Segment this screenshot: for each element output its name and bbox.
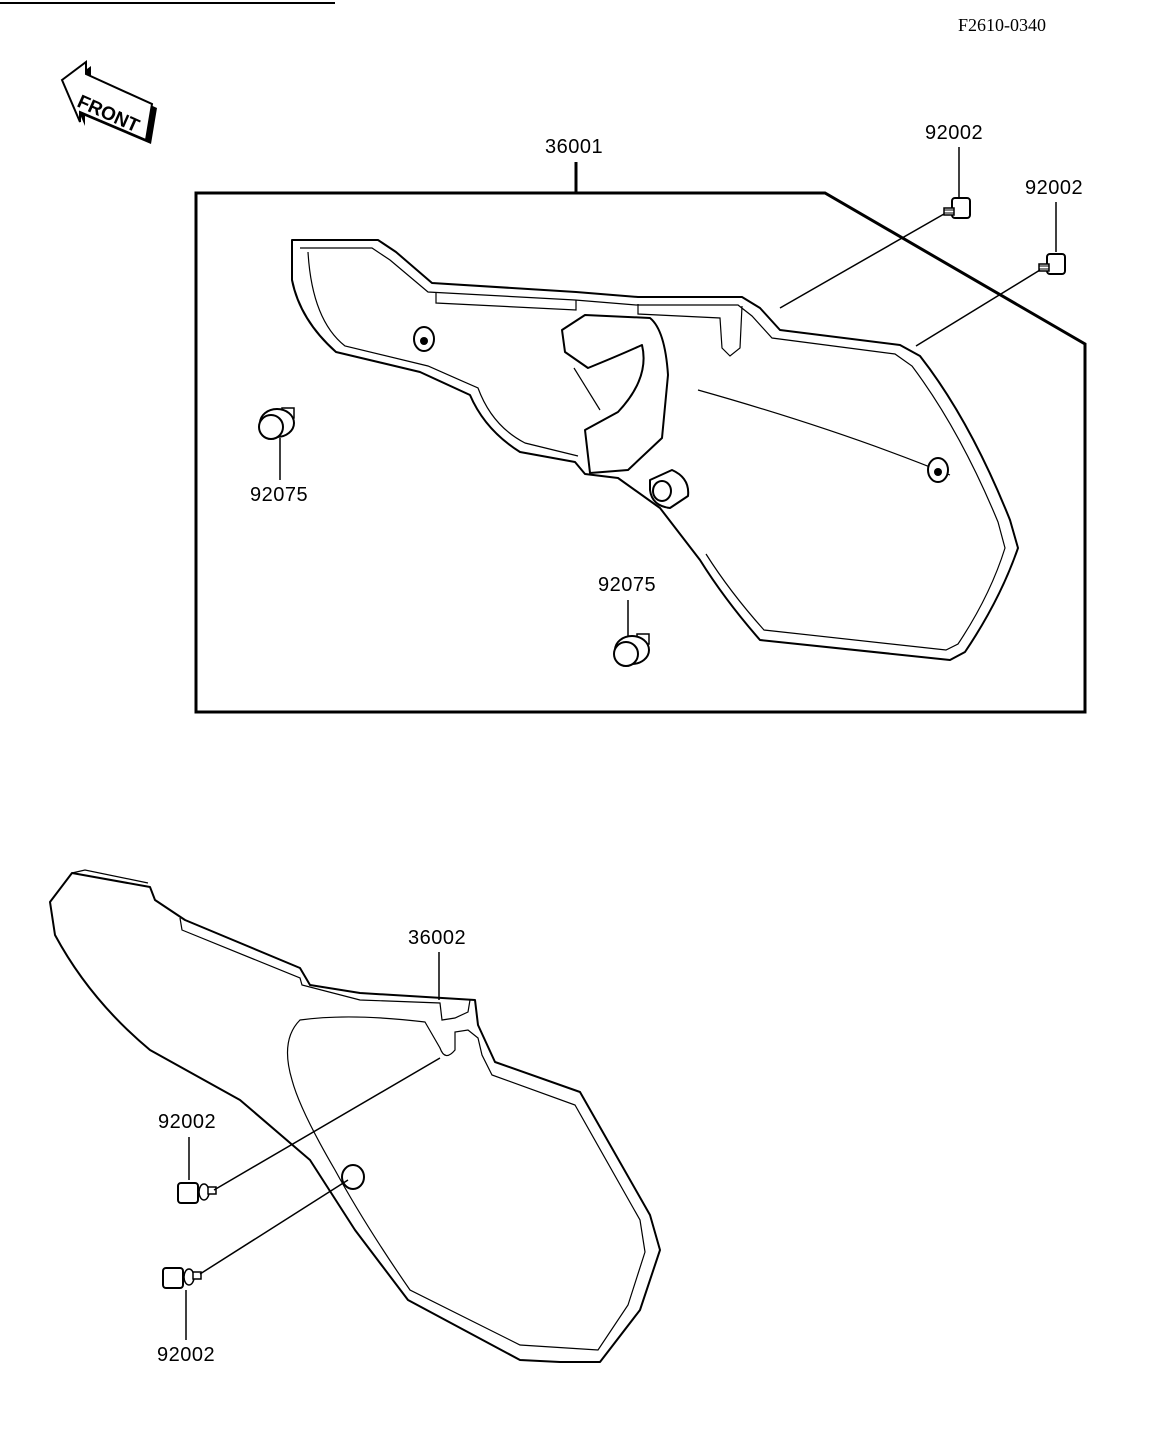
callout-92002-upper-b: 92002 [1025, 177, 1083, 199]
damper-icon [258, 407, 295, 440]
callout-92075-left: 92075 [250, 484, 308, 506]
bolt-icon [162, 1267, 202, 1289]
leader-bolt-upper-a [779, 213, 945, 309]
lower-side-cover [49, 869, 661, 1363]
damper-icon [613, 633, 650, 667]
upper-group-box [194, 191, 1087, 714]
bolt-icon [177, 1182, 217, 1204]
upper-side-cover [291, 239, 1019, 661]
callout-92002-lower-b: 92002 [157, 1344, 215, 1366]
mounting-hole-icon [341, 1164, 365, 1190]
callout-92002-upper-a: 92002 [925, 122, 983, 144]
grommet-icon [652, 480, 672, 502]
callout-36002: 36002 [408, 927, 466, 949]
bolt-icon [943, 197, 971, 219]
front-arrow-icon: FRONT [60, 60, 157, 144]
leader-bolt-lower-b [199, 1179, 349, 1275]
callout-92075-center: 92075 [598, 574, 656, 596]
bolt-icon [1038, 253, 1066, 275]
callout-92002-lower-a: 92002 [158, 1111, 216, 1133]
drawing-code: F2610-0340 [958, 15, 1046, 35]
leader-bolt-lower-a [213, 1057, 441, 1191]
callout-36001: 36001 [545, 136, 603, 158]
leader-bolt-upper-b [915, 269, 1041, 347]
